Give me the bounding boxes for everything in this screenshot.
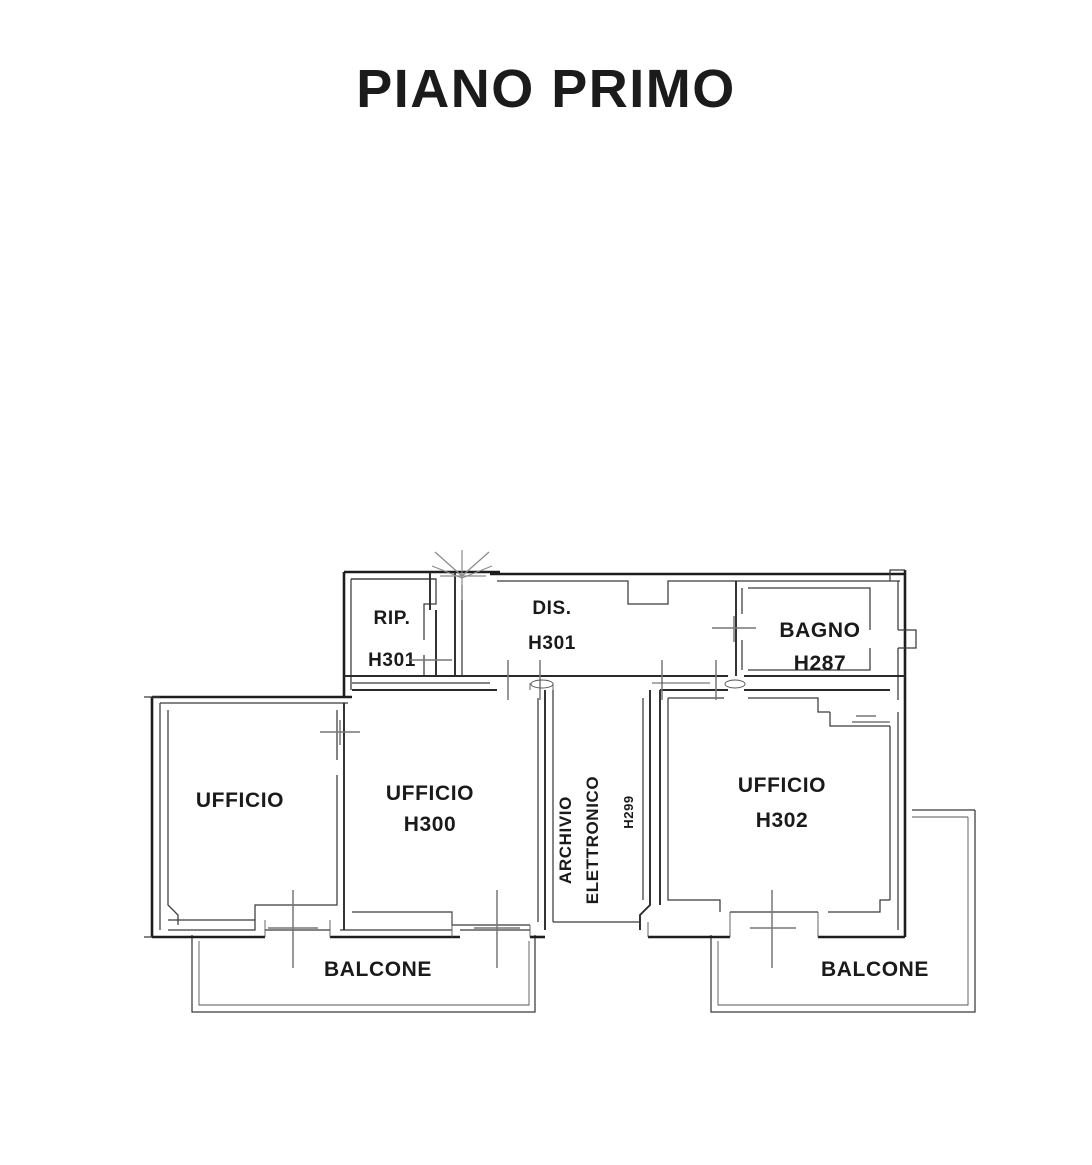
room-code-ripostiglio: H301	[368, 650, 416, 671]
room-label-disimpegno: DIS.	[532, 598, 571, 619]
door-opening-marks	[264, 679, 819, 937]
room-code-ufficio-h300: H300	[404, 813, 457, 836]
room-label-ufficio-h300: UFFICIO	[386, 782, 474, 805]
room-code-archivio: H299	[621, 795, 636, 828]
room-archivio-elettronico	[552, 690, 651, 930]
room-ripostiglio	[344, 572, 497, 677]
room-label-ripostiglio: RIP.	[374, 608, 411, 629]
balcone-right-outline	[710, 809, 976, 1013]
room-disimpegno	[454, 572, 905, 677]
room-label-archivio-line1: ARCHIVIO	[556, 796, 575, 884]
entrance-door-symbol	[431, 550, 493, 600]
room-code-bagno: H287	[794, 652, 847, 675]
room-label-archivio-line2: ELETTRONICO	[583, 776, 602, 904]
room-ufficio-h300	[352, 682, 546, 930]
room-label-bagno: BAGNO	[779, 619, 860, 642]
room-ufficio-left	[167, 703, 345, 930]
balcone-right-label: BALCONE	[821, 958, 929, 981]
balcone-left-outline	[191, 935, 536, 1013]
balcone-left-label: BALCONE	[324, 958, 432, 981]
room-ufficio-h302	[659, 689, 891, 913]
room-code-ufficio-h302: H302	[756, 809, 809, 832]
page-title: PIANO PRIMO	[356, 59, 736, 119]
room-label-ufficio-left: UFFICIO	[196, 789, 284, 812]
room-code-disimpegno: H301	[528, 633, 576, 654]
building-envelope	[144, 569, 917, 939]
room-label-ufficio-h302: UFFICIO	[738, 774, 826, 797]
